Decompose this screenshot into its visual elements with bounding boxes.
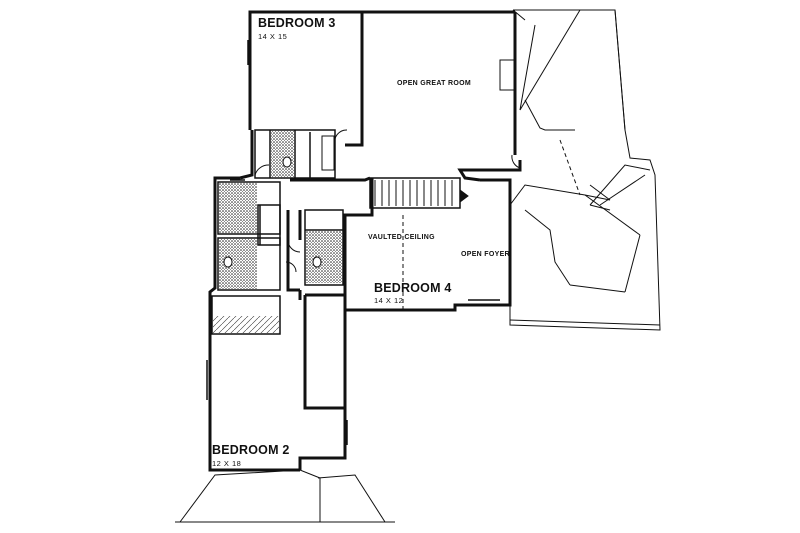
interior-walls <box>211 129 500 335</box>
roof-outline-right <box>509 9 661 331</box>
bath-floors <box>213 131 342 333</box>
window-marks <box>206 40 348 445</box>
bedroom3-dims: 14 X 15 <box>258 32 288 41</box>
stair-treads <box>374 180 469 206</box>
bedroom4-name: BEDROOM 4 <box>374 280 452 296</box>
bedroom2-name: BEDROOM 2 <box>212 442 290 458</box>
bedroom3-name: BEDROOM 3 <box>258 15 336 31</box>
fixtures <box>223 59 515 268</box>
exterior-walls <box>208 10 522 472</box>
vaulted-ceiling-label: VAULTED CEILING <box>368 234 435 241</box>
great-room-name: OPEN GREAT ROOM <box>397 80 471 87</box>
door-swings <box>254 129 521 273</box>
bedroom4-dims: 14 X 12 <box>374 296 404 305</box>
open-foyer-label: OPEN FOYER <box>461 251 510 258</box>
roof-outline-bottom <box>175 469 395 523</box>
bedroom2-dims: 12 X 18 <box>212 459 242 468</box>
